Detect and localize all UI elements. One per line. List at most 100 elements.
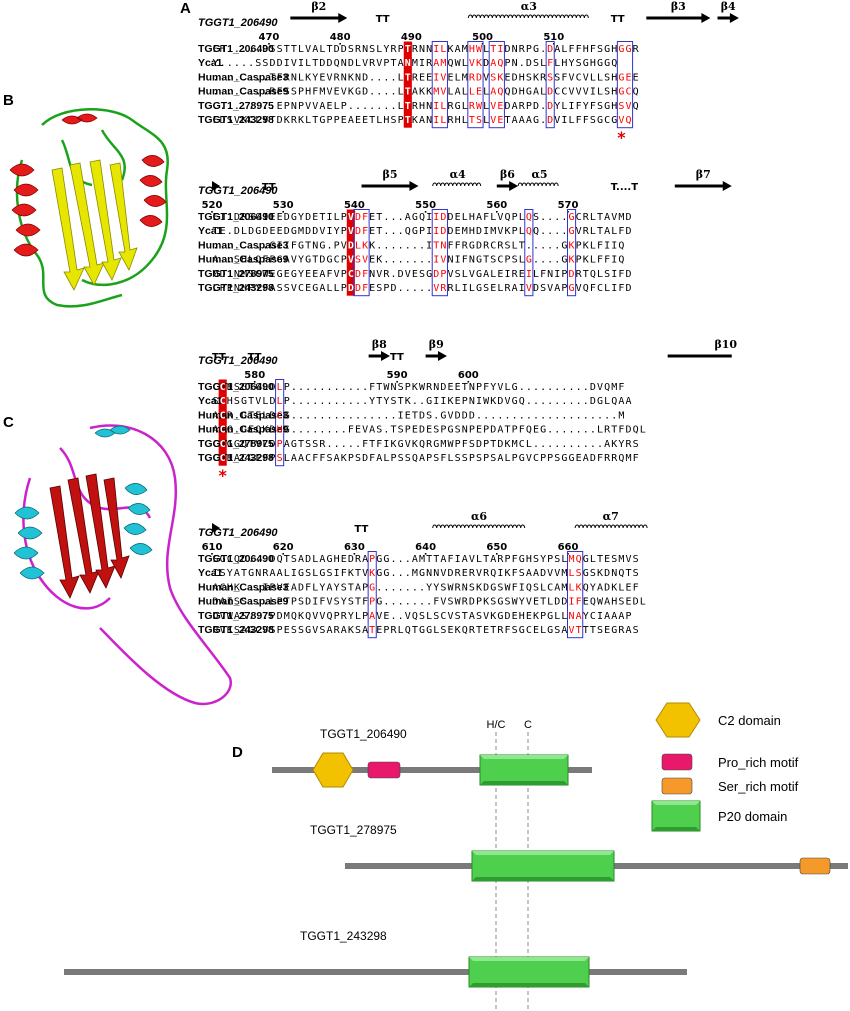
residue: K — [391, 439, 397, 450]
residue: S — [298, 597, 304, 608]
residue: H — [526, 554, 532, 565]
residue: D — [504, 611, 510, 622]
residue: D — [626, 212, 632, 223]
residue: A — [319, 283, 325, 294]
residue: S — [576, 568, 582, 579]
residue: P — [334, 115, 340, 126]
residue: D — [277, 611, 283, 622]
residue: V — [469, 269, 475, 280]
position-tick: 620 — [273, 542, 294, 553]
residue: E — [412, 269, 418, 280]
residue: E — [248, 425, 254, 436]
residue: P — [270, 582, 276, 593]
residue: E — [519, 269, 525, 280]
residue: L — [561, 101, 567, 112]
residue: D — [305, 597, 311, 608]
residue: . — [248, 611, 254, 622]
residue: T — [326, 44, 332, 55]
similarity-box — [431, 209, 448, 297]
similarity-box — [467, 41, 484, 129]
residue: T — [376, 382, 382, 393]
residue: D — [234, 226, 240, 237]
residue: K — [611, 582, 617, 593]
residue: I — [227, 597, 233, 608]
residue: I — [383, 439, 389, 450]
residue: D — [341, 44, 347, 55]
residue: T — [626, 568, 632, 579]
residue: F — [448, 240, 454, 251]
residue: L — [569, 568, 575, 579]
sequence-name: TGGT1_278975 — [198, 268, 274, 280]
residue: P — [483, 453, 489, 464]
residue: . — [326, 410, 332, 421]
residue: G — [398, 439, 404, 450]
residue: R — [497, 240, 504, 251]
residue: Q — [504, 87, 510, 98]
residue: . — [234, 410, 240, 421]
residue: V — [626, 101, 632, 112]
residue: . — [255, 554, 261, 565]
residue: P — [462, 396, 468, 407]
residue: T — [462, 611, 468, 622]
residue: F — [440, 453, 446, 464]
residue: M — [419, 554, 425, 565]
residue: K — [476, 582, 482, 593]
residue: L — [504, 453, 510, 464]
residue: Q — [291, 611, 297, 622]
residue: V — [448, 410, 454, 421]
residue: . — [341, 425, 347, 436]
residue: . — [533, 396, 539, 407]
residue: E — [213, 212, 219, 223]
residue: S — [590, 115, 596, 126]
residue: S — [355, 453, 361, 464]
residue: . — [554, 240, 560, 251]
residue: . — [533, 439, 539, 450]
residue: F — [576, 597, 582, 608]
residue: T — [355, 568, 361, 579]
residue: A — [490, 58, 496, 69]
residue: I — [213, 568, 219, 579]
residue: R — [469, 72, 476, 83]
residue: Q — [497, 58, 503, 69]
residue: F — [277, 87, 283, 98]
similarity-box — [616, 41, 634, 129]
residue: F — [483, 212, 489, 223]
residue: . — [376, 240, 382, 251]
residue: E — [355, 425, 361, 436]
residue: M — [440, 58, 446, 69]
residue: S — [369, 44, 375, 55]
residue: A — [284, 255, 290, 266]
residue: Y — [540, 554, 546, 565]
residue: F — [540, 269, 546, 280]
residue: . — [561, 425, 567, 436]
sequence-name: Human_Caspase3 — [198, 71, 289, 83]
residue: P — [526, 44, 532, 55]
ss-label: β4 — [721, 0, 736, 13]
residue: . — [362, 382, 368, 393]
residue: D — [270, 58, 276, 69]
residue: Q — [611, 396, 617, 407]
residue: . — [554, 396, 560, 407]
residue: H — [334, 554, 340, 565]
residue: A — [476, 212, 482, 223]
residue: T — [490, 625, 496, 636]
residue: L — [334, 212, 340, 223]
residue: A — [419, 453, 425, 464]
residue: D — [590, 382, 596, 393]
legend-label: C2 domain — [718, 713, 781, 728]
residue: S — [547, 72, 553, 83]
residue: K — [227, 625, 233, 636]
residue: L — [547, 597, 553, 608]
residue: S — [291, 625, 297, 636]
residue: A — [213, 410, 219, 421]
residue: . — [391, 568, 397, 579]
residue: . — [305, 396, 311, 407]
residue: R — [426, 58, 433, 69]
residue: T — [298, 439, 304, 450]
residue: A — [277, 568, 283, 579]
residue: C — [220, 425, 226, 436]
residue: P — [277, 597, 283, 608]
residue: R — [241, 212, 248, 223]
